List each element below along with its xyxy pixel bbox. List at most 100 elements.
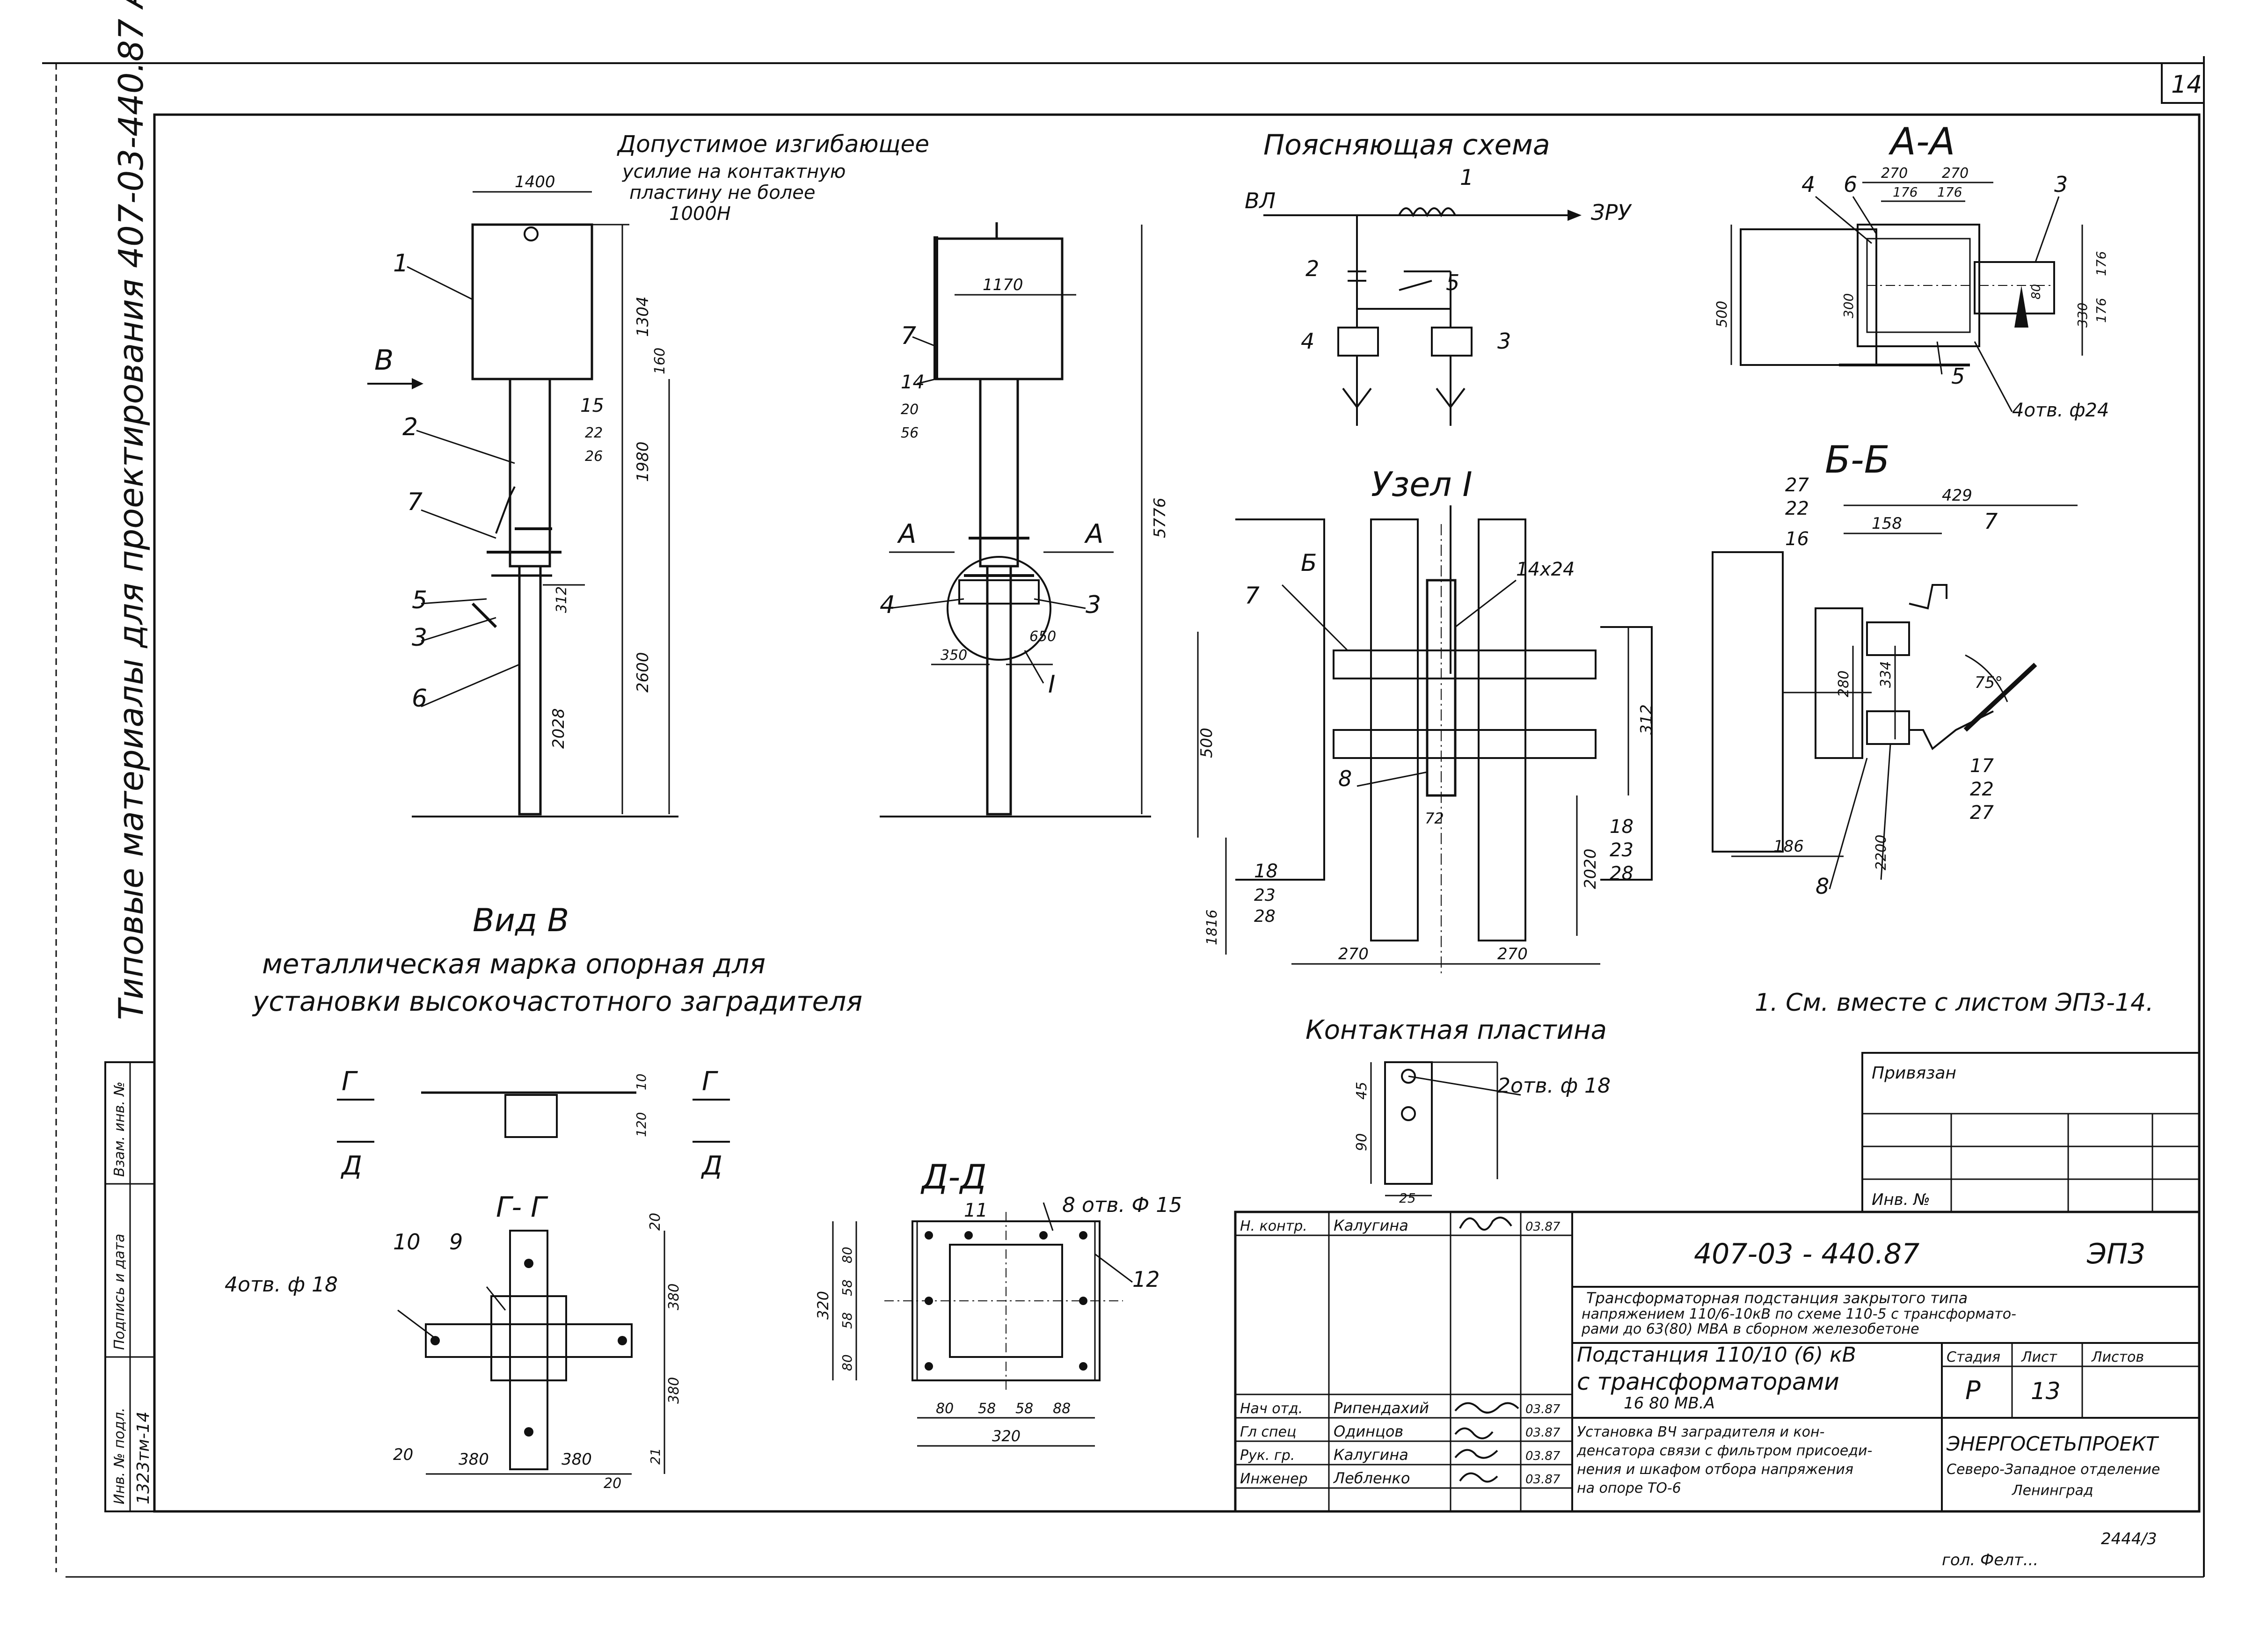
bb-label-27: 27	[1785, 474, 1809, 496]
bending-note-4: 1000Н	[669, 203, 731, 225]
sig-date-2: 03.87	[1525, 1426, 1561, 1440]
main-label-5: 5	[412, 586, 427, 614]
dim-160: 160	[652, 348, 668, 374]
doc-number: 407-03 - 440.87	[1694, 1238, 1919, 1270]
node-dim-1816: 1816	[1204, 910, 1220, 945]
aa-dim-270b: 270	[1942, 165, 1969, 182]
dd-hole-icon-4	[1079, 1362, 1087, 1371]
section-dd	[832, 1202, 1133, 1447]
dim-1170: 1170	[983, 276, 1023, 294]
dd-hole-icon-8	[1039, 1231, 1048, 1240]
bb-label-22b: 22	[1970, 779, 1994, 800]
aa-dim-500: 500	[1714, 301, 1730, 328]
dd-dim-80b: 80	[839, 1354, 855, 1371]
aa-dim-80: 80	[2029, 284, 2043, 299]
scheme-label-5: 5	[1446, 270, 1459, 295]
dd-dim-320h: 320	[992, 1427, 1021, 1445]
arrow-b-icon	[412, 378, 423, 389]
dd-label-11: 11	[964, 1200, 988, 1221]
ground-icon	[1342, 387, 1372, 409]
gg-label-9: 9	[449, 1229, 463, 1255]
scheme-label-1: 1	[1460, 165, 1473, 190]
hole-icon-3	[524, 1259, 533, 1268]
node-dim-312: 312	[1637, 704, 1656, 735]
sig-name-3: Калугина	[1334, 1446, 1408, 1464]
dd-hole-icon	[925, 1231, 933, 1240]
bb-label-8: 8	[1816, 874, 1829, 899]
drawing-title-3: нения и шкафом отбора напряжения	[1577, 1461, 1853, 1478]
view-b-caption-1: металлическая марка опорная для	[262, 948, 766, 980]
bolt-marker-icon	[2014, 285, 2028, 328]
node-dim-270a: 270	[1338, 945, 1369, 963]
dim-650: 650	[1029, 628, 1056, 645]
view-b-title: Вид В	[473, 902, 569, 939]
view-b-caption-2: установки высокочастотного заградителя	[252, 985, 862, 1017]
album-title: Типовые материалы для проектирования 407…	[111, 0, 151, 1020]
section-bb-title: Б-Б	[1825, 438, 1890, 481]
scheme-label-4: 4	[1301, 328, 1314, 354]
sig-date-4: 03.87	[1525, 1473, 1561, 1487]
dim-1304: 1304	[634, 296, 652, 337]
aa-dim-176d: 176	[2093, 298, 2109, 323]
sig-date-3: 03.87	[1525, 1449, 1561, 1463]
node-label-23: 23	[1610, 839, 1634, 861]
dim-350: 350	[941, 647, 967, 664]
sheet-corner-number: 14	[2171, 71, 2202, 99]
dd-hole-icon-6	[1079, 1297, 1087, 1305]
node-i-title: Узел I	[1371, 465, 1473, 504]
main-label-2: 2	[402, 413, 418, 441]
side-label-4: 4	[880, 591, 895, 619]
aa-label-6: 6	[1844, 172, 1857, 197]
bb-label-16: 16	[1785, 528, 1809, 550]
bb-label-22: 22	[1785, 498, 1809, 519]
section-bb	[1712, 504, 2078, 890]
dd-hole-icon-7	[964, 1231, 973, 1240]
main-label-15: 15	[580, 395, 604, 416]
hole-icon	[430, 1336, 440, 1345]
sheet-border	[42, 56, 2205, 1578]
sig-name-2: Одинцов	[1334, 1422, 1403, 1440]
hole-icon-4	[524, 1427, 533, 1437]
contact-plate-holes: 2отв. ф 18	[1497, 1074, 1611, 1098]
view-side	[880, 222, 1151, 817]
dim-1400: 1400	[515, 173, 555, 191]
node-label-28b: 28	[1254, 907, 1276, 926]
sig-role-2: Гл спец	[1240, 1424, 1296, 1440]
section-dd-title: Д-Д	[920, 1157, 986, 1196]
bending-note-1: Допустимое изгибающее	[617, 131, 929, 158]
bb-dim-158: 158	[1872, 514, 1902, 533]
dim-2600: 2600	[634, 652, 652, 693]
field-label-inv: Инв. № подл.	[111, 1408, 128, 1504]
gg-dim-21: 21	[648, 1448, 663, 1465]
gg-dim-20a: 20	[647, 1213, 664, 1231]
drawing-title-2: денсатора связи с фильтром присоеди-	[1576, 1443, 1872, 1459]
scheme-right: ЗРУ	[1591, 200, 1632, 225]
dd-label-12: 12	[1132, 1267, 1160, 1292]
sig-date-1: 03.87	[1525, 1402, 1561, 1416]
bb-dim-334: 334	[1878, 661, 1894, 688]
dim-1980: 1980	[634, 441, 652, 482]
vb-dim-120: 120	[634, 1112, 649, 1137]
gg-dim-20b: 20	[393, 1445, 413, 1464]
dim-2028: 2028	[549, 708, 568, 749]
stage-label: Стадия	[1947, 1349, 2000, 1365]
hole-icon-2	[618, 1336, 627, 1345]
gg-dim-380d: 380	[562, 1450, 592, 1469]
sig-role-1: Нач отд.	[1240, 1401, 1303, 1417]
node-label-28: 28	[1610, 863, 1634, 884]
aa-dim-176b: 176	[1937, 184, 1962, 200]
scheme-label-2: 2	[1305, 256, 1319, 281]
bb-label-7: 7	[1984, 509, 1998, 534]
bending-note-2: усилие на контактную	[622, 161, 846, 182]
sig-role-3: Рук. гр.	[1240, 1447, 1295, 1464]
bb-dim-429: 429	[1942, 486, 1972, 505]
dim-20: 20	[901, 401, 919, 418]
org-name: ЭНЕРГОСЕТЬПРОЕКТ	[1946, 1432, 2159, 1455]
section-aa-title: А-А	[1888, 120, 1955, 163]
scheme-label-3: 3	[1497, 328, 1511, 354]
node-label-23b: 23	[1254, 886, 1276, 905]
main-label-6: 6	[412, 685, 427, 713]
inventory-number: 1323тм-14	[134, 1411, 153, 1504]
node-label-18b: 18	[1610, 816, 1634, 838]
gg-holes: 4отв. ф 18	[225, 1273, 338, 1297]
